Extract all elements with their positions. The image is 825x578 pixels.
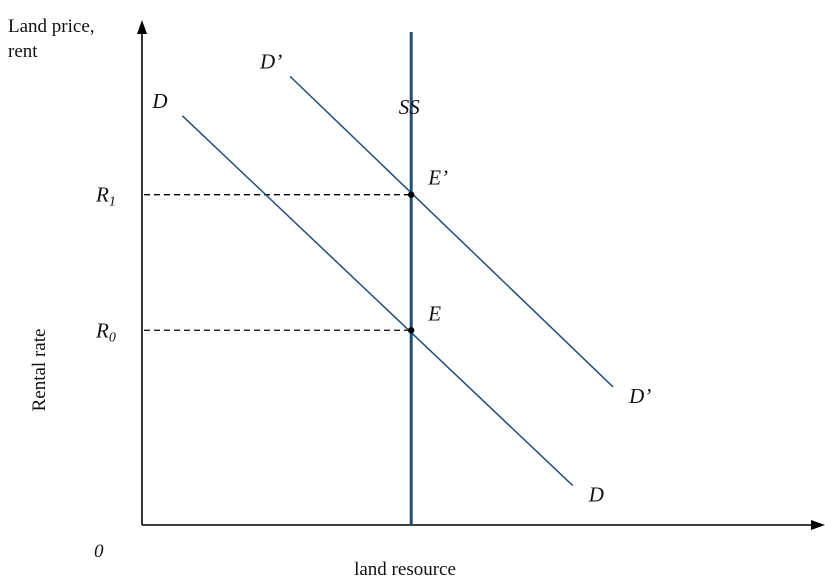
- x-axis-title: land resource: [354, 559, 456, 578]
- point-label-e-prime: E’: [427, 166, 448, 190]
- reference-label-r1: R1: [95, 183, 116, 210]
- y-axis-title-line1: Land price,: [8, 16, 95, 37]
- origin-label: 0: [94, 541, 104, 562]
- series-line-d-prime: [289, 75, 614, 388]
- series-label-ss: SS: [399, 95, 421, 119]
- y-axis-side-label: Rental rate: [29, 329, 50, 412]
- series-label-d-end: D: [588, 483, 604, 507]
- series-label-d-prime-end: D’: [628, 384, 651, 408]
- y-axis-arrow-icon: [137, 20, 147, 34]
- x-axis-arrow-icon: [811, 520, 825, 530]
- series-line-d: [181, 115, 574, 487]
- point-e-prime: [408, 191, 415, 198]
- y-axis-title-line2: rent: [8, 41, 38, 62]
- reference-label-r0: R0: [95, 318, 116, 345]
- point-label-e: E: [427, 301, 441, 325]
- series-label-d-start: D: [151, 89, 167, 113]
- point-e: [408, 327, 415, 334]
- series-label-d-prime-start: D’: [259, 49, 282, 73]
